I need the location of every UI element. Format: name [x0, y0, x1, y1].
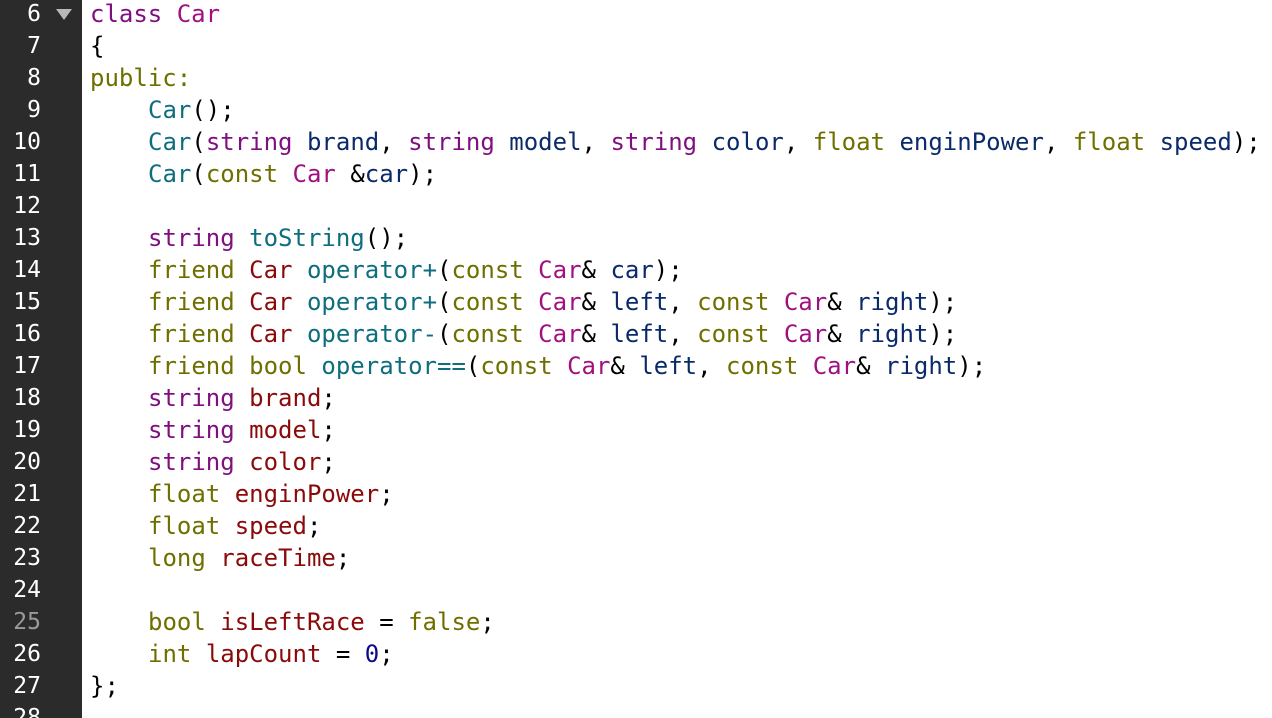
code-text: float enginPower; — [148, 480, 394, 508]
line-number: 22 — [13, 513, 41, 539]
code-line: 16 friend Car operator-(const Car& left,… — [0, 318, 1272, 350]
line-number: 24 — [13, 577, 41, 603]
line-number: 23 — [13, 545, 41, 571]
code-line: 13 string toString(); — [0, 222, 1272, 254]
line-number: 12 — [13, 193, 41, 219]
code-text: friend Car operator+(const Car& left, co… — [148, 288, 958, 316]
code-line: 7 { — [0, 30, 1272, 62]
code-text: friend Car operator+(const Car& car); — [148, 256, 683, 284]
code-text: }; — [90, 672, 119, 700]
line-number: 7 — [27, 33, 41, 59]
code-text: string toString(); — [148, 224, 409, 252]
code-line: 20 string color; — [0, 446, 1272, 478]
code-text: bool isLeftRace = false; — [148, 608, 495, 636]
code-line: 14 friend Car operator+(const Car& car); — [0, 254, 1272, 286]
line-number: 25 — [13, 609, 41, 635]
code-text: class Car — [90, 0, 221, 28]
line-number: 18 — [13, 385, 41, 411]
line-number: 26 — [13, 641, 41, 667]
code-line: 21 float enginPower; — [0, 478, 1272, 510]
code-text: friend Car operator-(const Car& left, co… — [148, 320, 958, 348]
code-text: { — [90, 32, 105, 60]
code-text: int lapCount = 0; — [148, 640, 394, 668]
code-text: Car(string brand, string model, string c… — [148, 128, 1261, 156]
line-number: 14 — [13, 257, 41, 283]
line-number: 17 — [13, 353, 41, 379]
code-text: float speed; — [148, 512, 322, 540]
code-line: 19 string model; — [0, 414, 1272, 446]
line-number-gutter — [0, 0, 82, 718]
code-text: Car(); — [148, 96, 235, 124]
code-text: string model; — [148, 416, 336, 444]
line-number: 20 — [13, 449, 41, 475]
code-line: 25 bool isLeftRace = false; — [0, 606, 1272, 638]
line-number: 10 — [13, 129, 41, 155]
code-line: 18 string brand; — [0, 382, 1272, 414]
code-line: 22 float speed; — [0, 510, 1272, 542]
code-text: friend bool operator==(const Car& left, … — [148, 352, 987, 380]
code-line: 8 public: — [0, 62, 1272, 94]
code-line: 9 Car(); — [0, 94, 1272, 126]
code-line: 24 — [0, 574, 1272, 606]
code-line: 12 — [0, 190, 1272, 222]
code-area[interactable] — [82, 0, 1272, 718]
fold-arrow-icon[interactable] — [56, 9, 72, 20]
code-text: string brand; — [148, 384, 336, 412]
code-text: long raceTime; — [148, 544, 351, 572]
code-line: 27 }; — [0, 670, 1272, 702]
line-number: 28 — [13, 705, 41, 718]
line-number: 21 — [13, 481, 41, 507]
code-line: 10 Car(string brand, string model, strin… — [0, 126, 1272, 158]
code-line: 17 friend bool operator==(const Car& lef… — [0, 350, 1272, 382]
code-line: 15 friend Car operator+(const Car& left,… — [0, 286, 1272, 318]
line-number: 6 — [27, 1, 41, 27]
code-line: 26 int lapCount = 0; — [0, 638, 1272, 670]
line-number: 8 — [27, 65, 41, 91]
code-text: public: — [90, 64, 192, 92]
code-text: string color; — [148, 448, 336, 476]
line-number: 15 — [13, 289, 41, 315]
code-text: Car(const Car &car); — [148, 160, 438, 188]
line-number: 27 — [13, 673, 41, 699]
code-line: 28 — [0, 702, 1272, 718]
code-line: 23 long raceTime; — [0, 542, 1272, 574]
line-number: 16 — [13, 321, 41, 347]
line-number: 11 — [13, 161, 41, 187]
line-number: 13 — [13, 225, 41, 251]
code-line: 6 class Car — [0, 0, 1272, 30]
line-number: 19 — [13, 417, 41, 443]
line-number: 9 — [27, 97, 41, 123]
code-line: 11 Car(const Car &car); — [0, 158, 1272, 190]
